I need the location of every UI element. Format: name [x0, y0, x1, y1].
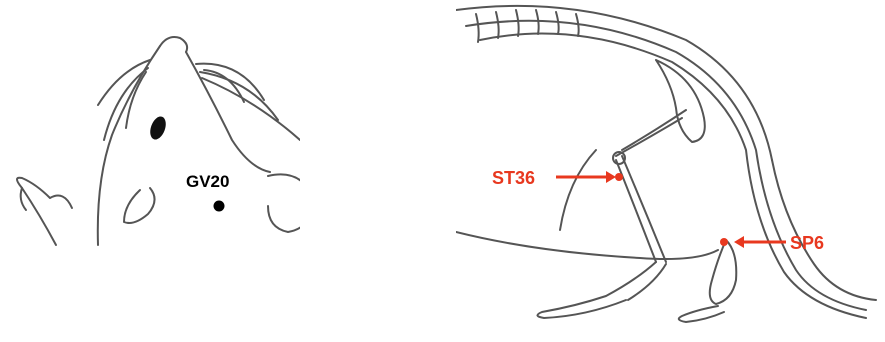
- femur: [622, 110, 686, 150]
- st36-arrow-head: [606, 171, 616, 183]
- belly-outline: [456, 232, 718, 259]
- sp6-marker: [720, 238, 728, 246]
- head-outline-right: [186, 52, 270, 172]
- gv20-marker: [214, 201, 225, 212]
- head-outline-left: [98, 46, 160, 245]
- rat-head-illustration: GV20: [0, 0, 300, 337]
- hind-foot: [537, 262, 656, 318]
- rat-skeleton-illustration: ST36 SP6: [456, 0, 885, 337]
- rat-eye: [147, 114, 168, 141]
- whisker-left-1: [98, 60, 150, 105]
- body-outline-top: [456, 6, 772, 160]
- sp6-arrow-head: [734, 236, 744, 248]
- rat-skeleton-lateral-panel: ST36 SP6: [456, 0, 885, 337]
- st36-label: ST36: [492, 168, 535, 188]
- ear-right: [268, 174, 300, 232]
- snout-outline: [160, 37, 187, 52]
- sp6-label: SP6: [790, 233, 824, 253]
- ankle-structure: [710, 240, 737, 304]
- st36-marker: [615, 173, 623, 181]
- ear-left: [124, 188, 155, 223]
- paw-left: [17, 178, 72, 245]
- rat-head-dorsal-panel: GV20: [0, 0, 300, 337]
- tail-outline: [772, 160, 876, 300]
- gv20-label: GV20: [186, 172, 229, 191]
